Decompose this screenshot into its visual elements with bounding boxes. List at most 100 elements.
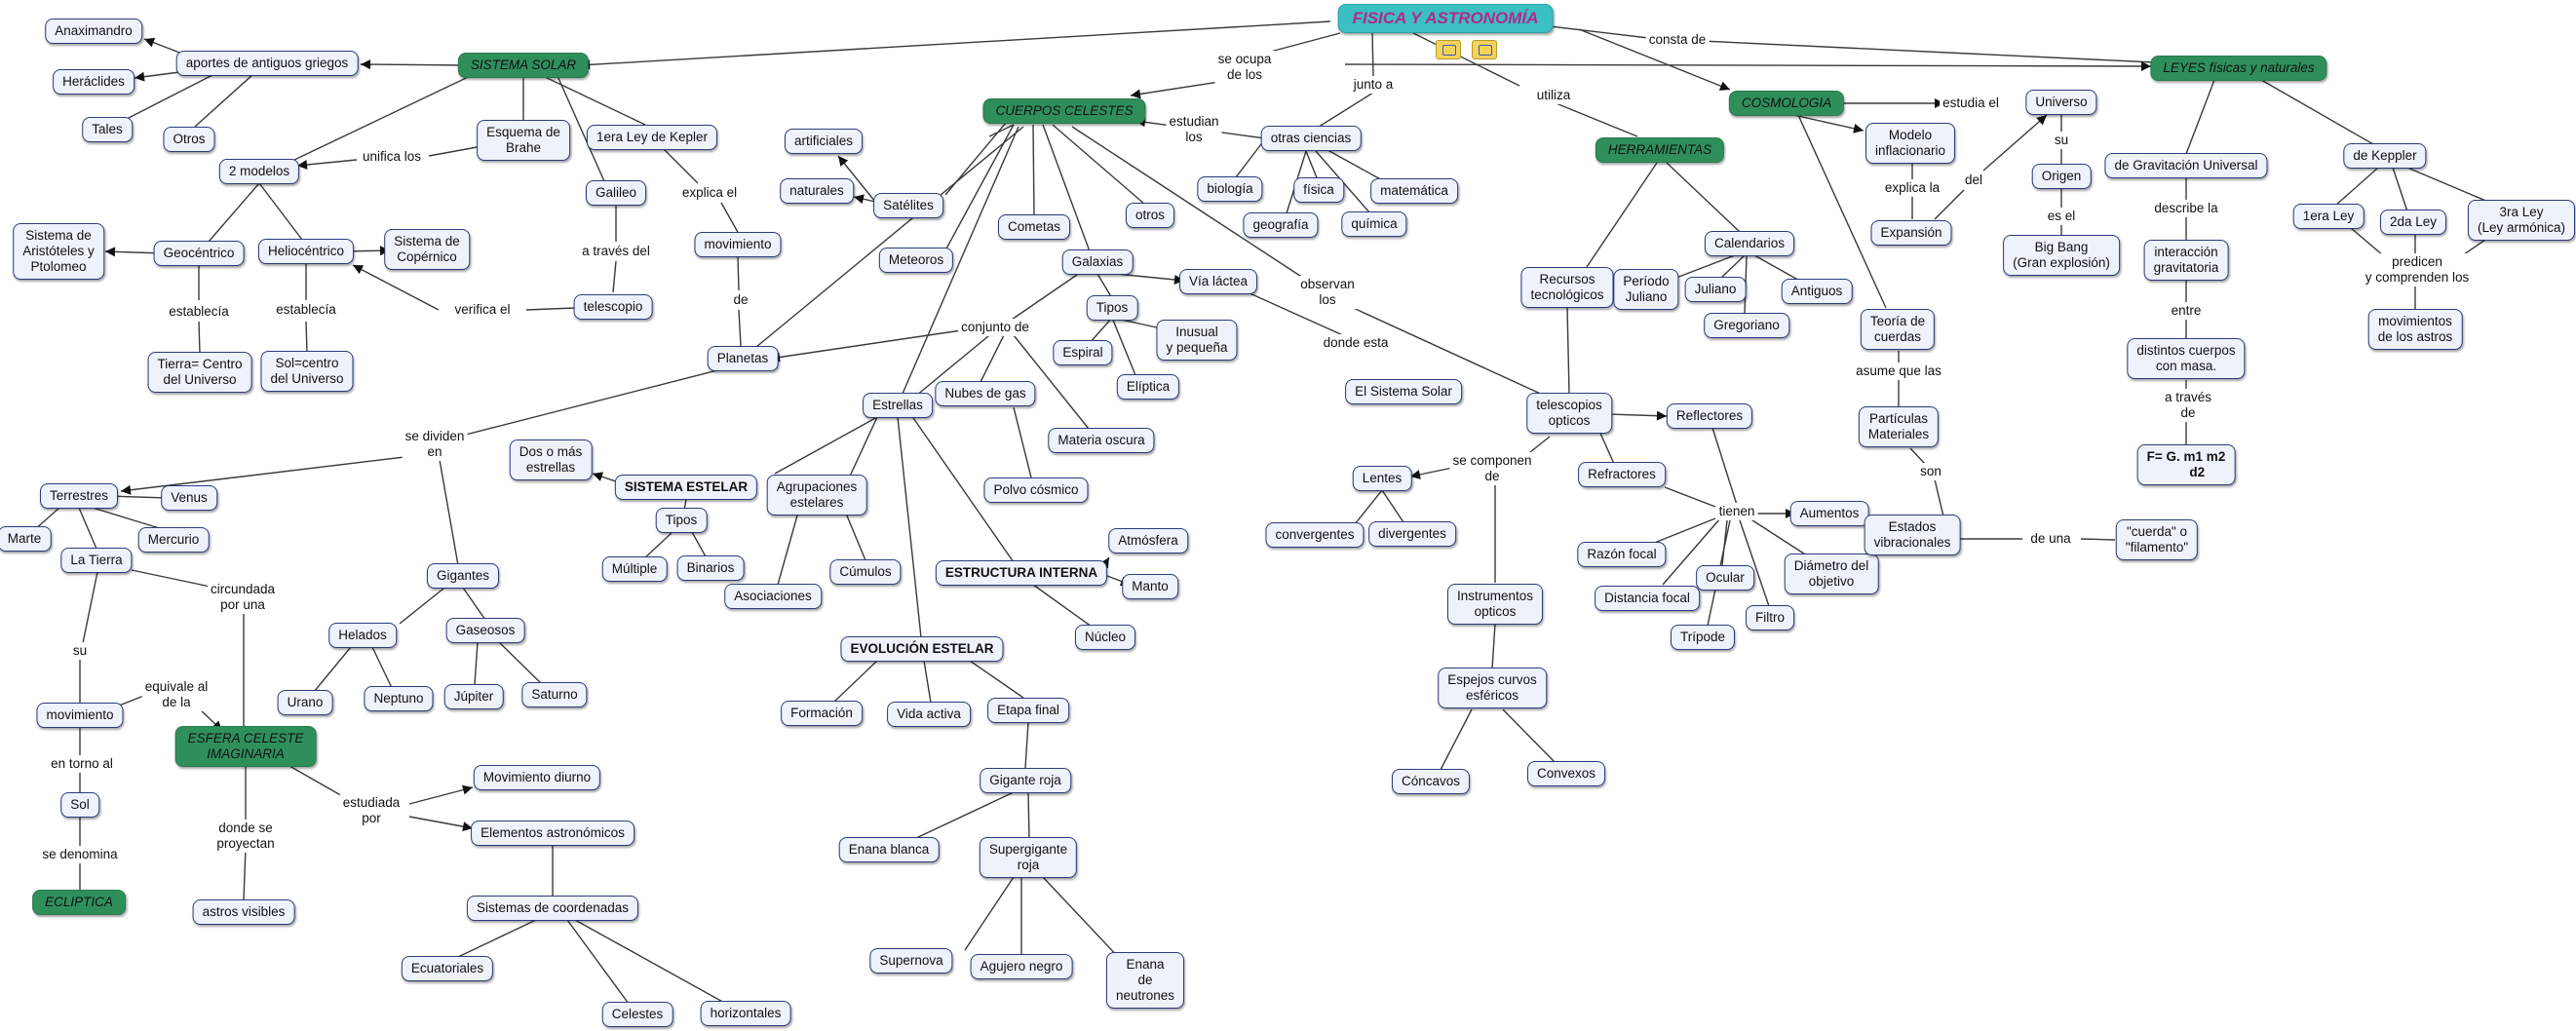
concept-gigantes[interactable]: Gigantes	[426, 563, 500, 589]
concept-gaseosos[interactable]: Gaseosos	[445, 618, 525, 643]
concept-geografia[interactable]: geografía	[1243, 212, 1319, 238]
concept-tipos-galaxias[interactable]: Tipos	[1086, 295, 1138, 321]
concept-satelites[interactable]: Satélites	[873, 193, 943, 218]
concept-planetas[interactable]: Planetas	[707, 346, 779, 371]
concept-tripode[interactable]: Trípode	[1670, 625, 1736, 650]
concept-cosmologia[interactable]: COSMOLOGIA	[1728, 91, 1845, 116]
concept-ecuatoriales[interactable]: Ecuatoriales	[401, 956, 494, 981]
concept-gravitacion-universal[interactable]: de Gravitación Universal	[2104, 153, 2268, 178]
concept-esquema-brahe[interactable]: Esquema de Brahe	[477, 120, 570, 161]
concept-universo[interactable]: Universo	[2025, 90, 2097, 115]
concept-diametro-objetivo[interactable]: Diámetro del objetivo	[1784, 554, 1879, 594]
concept-telescopios-opticos[interactable]: telescopios opticos	[1526, 393, 1612, 434]
concept-sistema-estelar[interactable]: SISTEMA ESTELAR	[614, 475, 758, 500]
concept-concavos[interactable]: Cóncavos	[1391, 769, 1471, 794]
concept-artificiales[interactable]: artificiales	[784, 129, 864, 154]
concept-gigante-roja[interactable]: Gigante roja	[980, 768, 1071, 793]
concept-movimiento[interactable]: movimiento	[694, 232, 782, 257]
concept-leyes[interactable]: LEYES físicas y naturales	[2150, 56, 2327, 81]
concept-distintos-cuerpos[interactable]: distintos cuerpos con masa.	[2127, 338, 2246, 379]
concept-divergentes[interactable]: divergentes	[1368, 521, 1456, 547]
concept-razon-focal[interactable]: Razón focal	[1577, 542, 1667, 567]
concept-fisica[interactable]: física	[1293, 177, 1344, 203]
concept-binarios[interactable]: Binarios	[676, 555, 745, 581]
concept-antiguos[interactable]: Antiguos	[1781, 279, 1853, 304]
concept-movimiento-diurno[interactable]: Movimiento diurno	[473, 765, 601, 790]
concept-cuerda-filamento[interactable]: "cuerda" o "filamento"	[2115, 519, 2199, 560]
concept-ocular[interactable]: Ocular	[1696, 565, 1754, 591]
concept-tales[interactable]: Tales	[82, 117, 133, 142]
concept-aumentos[interactable]: Aumentos	[1789, 501, 1869, 526]
concept-juliano[interactable]: Juliano	[1684, 277, 1747, 302]
concept-agujero-negro[interactable]: Agujero negro	[970, 954, 1073, 979]
concept-manto[interactable]: Manto	[1122, 574, 1178, 599]
concept-formula-gravitacion[interactable]: F= G. m1 m2 d2	[2136, 444, 2236, 485]
concept-sistemas-coordenadas[interactable]: Sistemas de coordenadas	[466, 896, 639, 921]
concept-estados-vibracionales[interactable]: Estados vibracionales	[1864, 515, 1961, 555]
concept-elementos-astronomicos[interactable]: Elementos astronómicos	[471, 821, 634, 846]
concept-ecliptica[interactable]: ECLIPTICA	[32, 890, 126, 915]
concept-movimientos-astros[interactable]: movimientos de los astros	[2367, 309, 2463, 350]
concept-multiple[interactable]: Múltiple	[601, 556, 668, 582]
concept-via-lactea[interactable]: Vía láctea	[1178, 269, 1258, 294]
concept-cometas[interactable]: Cometas	[997, 214, 1071, 240]
concept-etapa-final[interactable]: Etapa final	[987, 698, 1069, 723]
concept-tipos-sistema[interactable]: Tipos	[655, 508, 708, 533]
link-icon[interactable]	[1436, 40, 1461, 59]
concept-galaxias[interactable]: Galaxias	[1061, 249, 1134, 275]
concept-enana-neutrones[interactable]: Enana de neutrones	[1105, 952, 1185, 1009]
concept-la-tierra[interactable]: La Tierra	[60, 548, 133, 573]
concept-nubes-gas[interactable]: Nubes de gas	[935, 381, 1036, 406]
concept-telescopio[interactable]: telescopio	[573, 294, 653, 320]
concept-celestes[interactable]: Celestes	[601, 1002, 673, 1027]
concept-kepler-ley1[interactable]: 1era Ley de Kepler	[586, 125, 718, 150]
concept-otros-cuerpos[interactable]: otros	[1125, 203, 1175, 228]
concept-big-bang[interactable]: Big Bang (Gran explosión)	[2003, 235, 2120, 276]
concept-supergigante-roja[interactable]: Supergigante roja	[979, 837, 1078, 878]
concept-formacion[interactable]: Formación	[781, 701, 863, 726]
concept-marte[interactable]: Marte	[0, 526, 52, 552]
concept-sol-centro[interactable]: Sol=centro del Universo	[260, 351, 354, 392]
concept-aportes[interactable]: aportes de antiguos griegos	[175, 51, 359, 76]
concept-quimica[interactable]: química	[1341, 211, 1407, 237]
concept-instrumentos-opticos[interactable]: Instrumentos opticos	[1446, 584, 1544, 625]
concept-vida-activa[interactable]: Vida activa	[887, 702, 971, 727]
concept-heraclides[interactable]: Heráclides	[53, 69, 135, 95]
concept-tierra-centro[interactable]: Tierra= Centro del Universo	[147, 352, 252, 393]
concept-ley-1[interactable]: 1era Ley	[2292, 204, 2365, 229]
concept-matematica[interactable]: matemática	[1370, 178, 1458, 204]
concept-supernova[interactable]: Supernova	[869, 948, 953, 974]
concept-sistema-solar[interactable]: SISTEMA SOLAR	[457, 53, 590, 78]
concept-filtro[interactable]: Filtro	[1746, 605, 1794, 630]
concept-anaximandro[interactable]: Anaximandro	[45, 19, 142, 44]
concept-recursos-tecnologicos[interactable]: Recursos tecnológicos	[1520, 267, 1614, 308]
concept-otras-ciencias[interactable]: otras ciencias	[1260, 126, 1362, 151]
concept-galileo[interactable]: Galileo	[585, 180, 647, 206]
concept-geocentrico[interactable]: Geocéntrico	[153, 241, 245, 266]
concept-nucleo[interactable]: Núcleo	[1074, 625, 1136, 650]
link-icon[interactable]	[1472, 40, 1497, 59]
concept-saturno[interactable]: Saturno	[521, 682, 588, 707]
concept-horizontales[interactable]: horizontales	[700, 1001, 791, 1026]
concept-aristoteles-ptolomeo[interactable]: Sistema de Aristóteles y Ptolomeo	[13, 223, 104, 280]
concept-atmosfera[interactable]: Atmósfera	[1108, 528, 1188, 554]
concept-materia-oscura[interactable]: Materia oscura	[1048, 428, 1155, 453]
concept-esfera-celeste[interactable]: ESFERA CELESTE IMAGINARIA	[174, 726, 317, 767]
concept-modelo-inflacionario[interactable]: Modelo inflacionario	[1865, 123, 1956, 164]
concept-particulas[interactable]: Partículas Materiales	[1858, 406, 1940, 447]
concept-dos-modelos[interactable]: 2 modelos	[218, 159, 300, 184]
concept-dos-o-mas-estrellas[interactable]: Dos o más estrellas	[509, 439, 593, 480]
concept-expansion[interactable]: Expansión	[1870, 220, 1952, 246]
concept-origen[interactable]: Origen	[2031, 164, 2092, 189]
concept-meteoros[interactable]: Meteoros	[878, 248, 954, 273]
concept-otros[interactable]: Otros	[163, 127, 215, 152]
concept-venus[interactable]: Venus	[161, 485, 217, 511]
concept-agrupaciones-estelares[interactable]: Agrupaciones estelares	[766, 475, 867, 516]
concept-lentes[interactable]: Lentes	[1352, 466, 1412, 491]
concept-interaccion-gravitatoria[interactable]: interacción gravitatoria	[2143, 240, 2229, 281]
concept-polvo-cosmico[interactable]: Polvo cósmico	[983, 477, 1089, 503]
concept-mercurio[interactable]: Mercurio	[137, 527, 210, 553]
concept-biologia[interactable]: biología	[1197, 176, 1263, 202]
concept-ley-3[interactable]: 3ra Ley (Ley armónica)	[2467, 200, 2576, 241]
concept-neptuno[interactable]: Neptuno	[364, 686, 434, 711]
